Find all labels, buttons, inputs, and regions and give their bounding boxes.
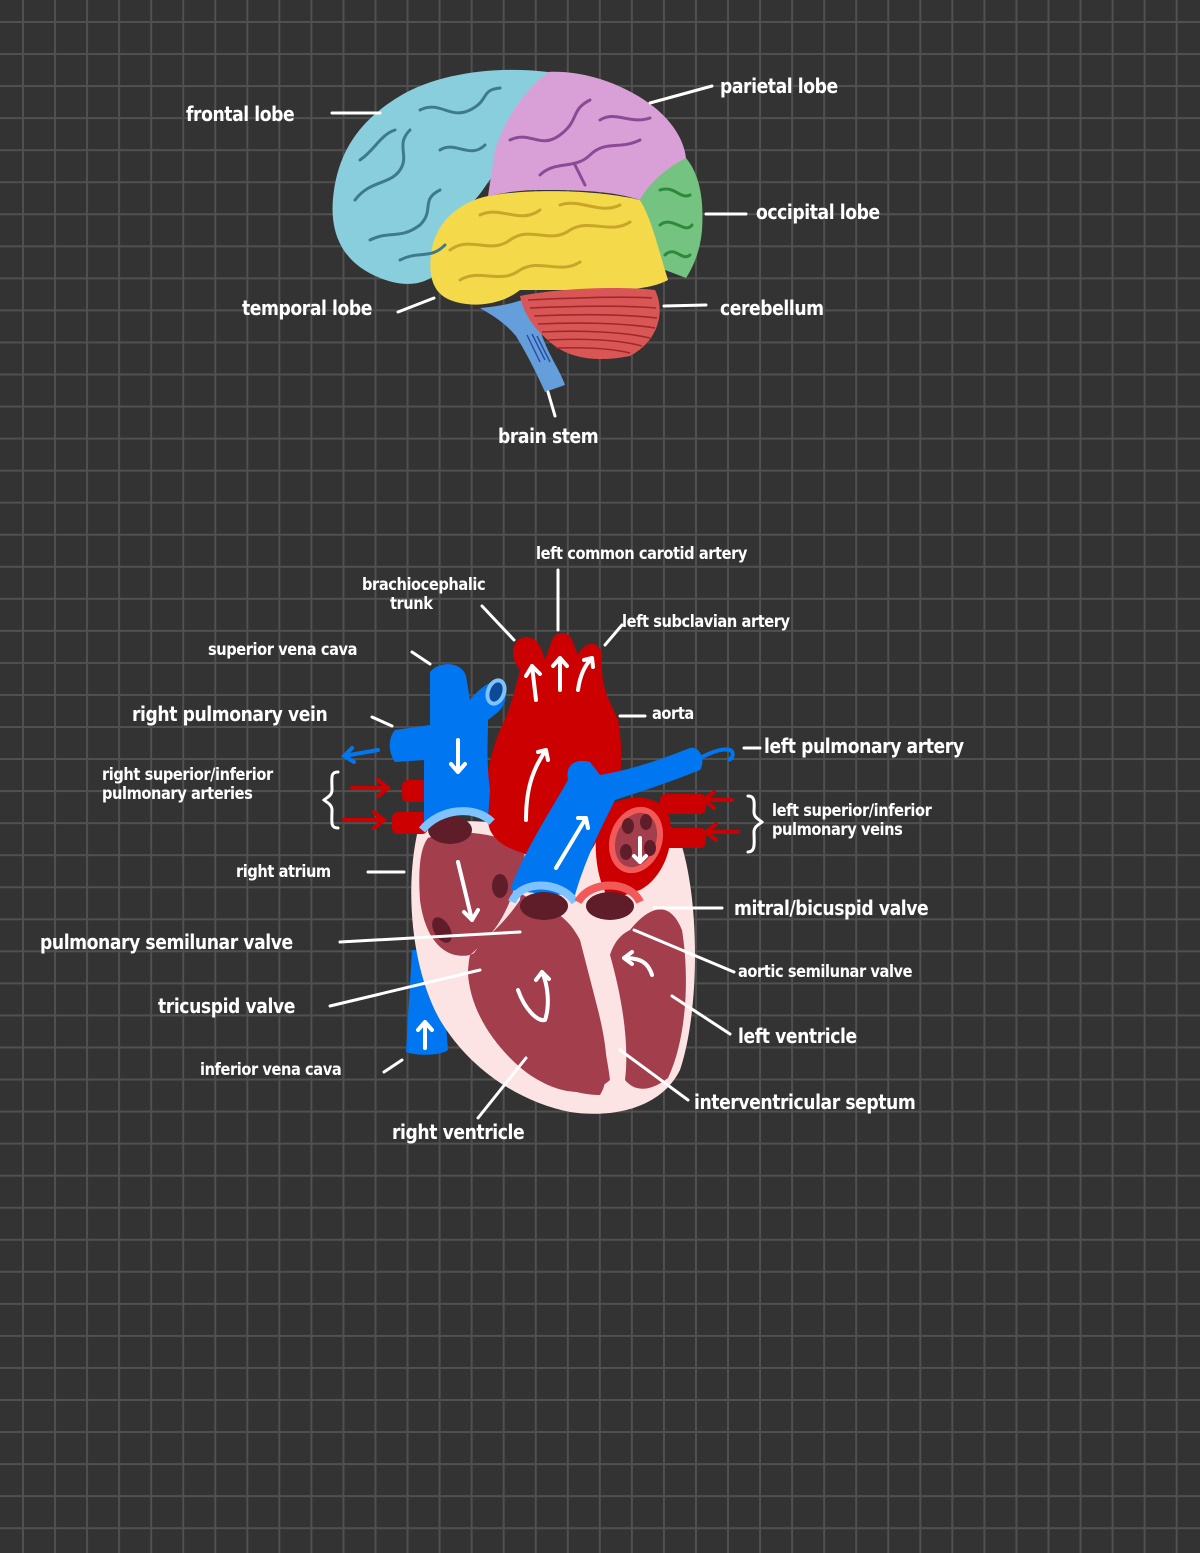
label-occipital-lobe: occipital lobe [756, 200, 880, 224]
blood-flow-arrows [416, 656, 654, 1050]
label-left-ventricle: left ventricle [738, 1024, 857, 1048]
label-frontal-lobe: frontal lobe [186, 102, 295, 126]
pulmonary-valve-ring [508, 881, 579, 905]
superior-vena-cava-vessel [389, 664, 506, 822]
label-left-pulmonary-veins: left superior/inferior pulmonary veins [772, 801, 932, 840]
label-right-pulmonary-vein: right pulmonary vein [132, 702, 328, 726]
temporal-sulci [448, 201, 632, 282]
aortic-valve-ring [574, 881, 644, 905]
dark-tissue-spots [428, 816, 508, 943]
parietal-lobe-region [488, 71, 686, 200]
frontal-sulci [353, 86, 502, 262]
label-superior-vena-cava: superior vena cava [208, 640, 358, 660]
label-braces [321, 770, 765, 854]
label-temporal-lobe: temporal lobe [242, 296, 373, 320]
label-right-ventricle: right ventricle [392, 1120, 525, 1144]
left-pulmonary-artery-tip [699, 747, 735, 762]
occipital-sulci [658, 187, 694, 259]
heart-leader-lines [328, 568, 762, 1120]
label-left-common-carotid-artery: left common carotid artery [536, 544, 747, 564]
frontal-lobe-region [332, 69, 548, 284]
brain-stem-fibers [526, 333, 551, 363]
vessel-opening-lumen [489, 682, 503, 702]
label-parietal-lobe: parietal lobe [720, 74, 838, 98]
label-inferior-vena-cava: inferior vena cava [200, 1060, 342, 1080]
pulmonary-vein-openings [620, 814, 656, 860]
label-mitral-bicuspid-valve: mitral/bicuspid valve [734, 896, 929, 920]
label-left-pulmonary-artery: left pulmonary artery [764, 734, 964, 758]
label-pulmonary-semilunar-valve: pulmonary semilunar valve [40, 930, 293, 954]
label-aortic-semilunar-valve: aortic semilunar valve [738, 962, 913, 982]
pulmonary-trunk-vessel [510, 747, 703, 895]
cerebellum-striations [527, 296, 658, 354]
label-left-subclavian-artery: left subclavian artery [622, 612, 790, 632]
label-interventricular-septum: interventricular septum [694, 1090, 916, 1114]
label-aorta: aorta [652, 704, 694, 724]
right-ventricle-area [468, 935, 610, 1092]
label-brachiocephalic-trunk: brachiocephalic trunk [362, 575, 486, 614]
label-tricuspid-valve: tricuspid valve [158, 994, 295, 1018]
parietal-sulci [508, 98, 652, 187]
label-brain-stem: brain stem [498, 424, 599, 448]
right-pulmonary-arteries-vessels [392, 780, 428, 834]
right-atrium-ring [418, 807, 495, 833]
brain-stem-region [480, 300, 565, 392]
pulmonary-flow-arrows [342, 778, 740, 842]
brain-leader-lines [330, 84, 748, 418]
label-cerebellum: cerebellum [720, 296, 824, 320]
left-pulmonary-veins-vessels [660, 794, 706, 848]
semilunar-valve-cusps [520, 892, 634, 920]
right-pulmonary-vein-arrow [340, 746, 380, 764]
label-right-pulmonary-arteries: right superior/inferior pulmonary arteri… [102, 765, 273, 804]
label-right-atrium: right atrium [236, 862, 331, 882]
